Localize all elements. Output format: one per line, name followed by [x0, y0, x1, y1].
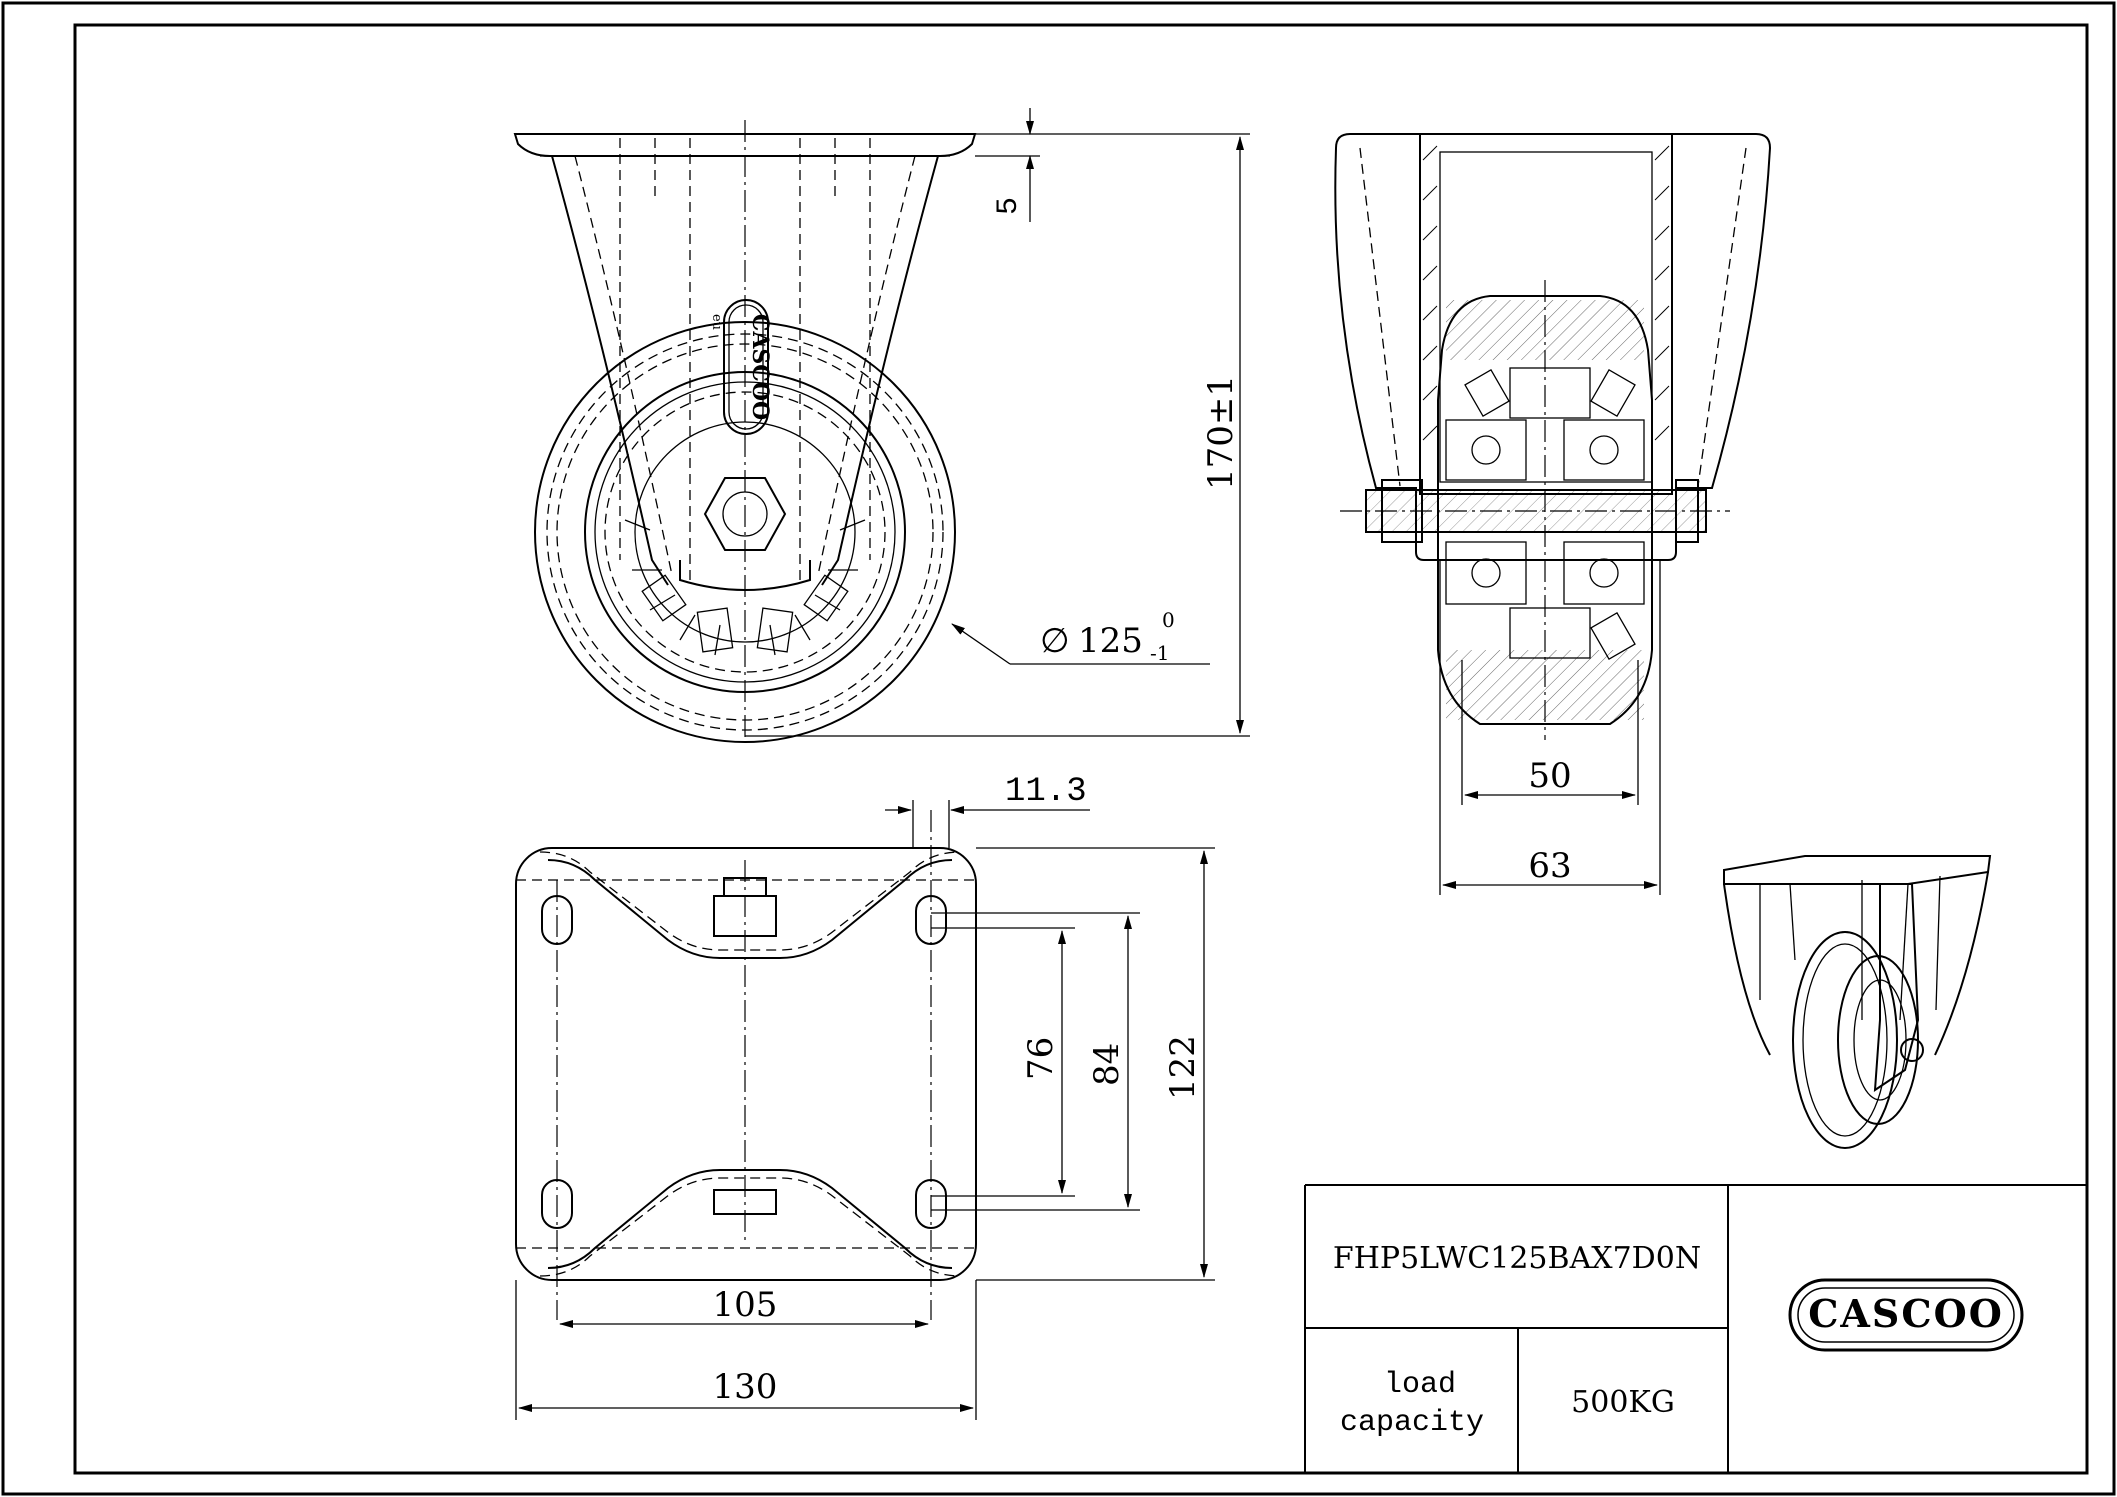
svg-text:-1: -1	[1150, 641, 1169, 665]
front-view: CASCOO eu 5 170±1 ∅ 125 0 -1	[513, 108, 1250, 743]
company-logo: CASCOO	[1788, 1278, 2024, 1352]
svg-text:76: 76	[1021, 1037, 1061, 1080]
title-block: FHP5LWC125BAX7D0N load capacity 500KG CA…	[1304, 1184, 2087, 1473]
dim-plate-width: 130	[515, 1280, 977, 1420]
dim-diameter: ∅ 125 0 -1	[951, 608, 1210, 665]
svg-text:125: 125	[1078, 621, 1143, 661]
dim-hole-spacing-x: 105	[559, 1285, 929, 1328]
load-label-line1: load	[1384, 1368, 1456, 1402]
dim-wheel-width: 50	[1461, 660, 1639, 805]
svg-text:CASCOO: CASCOO	[747, 314, 773, 420]
svg-text:50: 50	[1528, 756, 1571, 796]
isometric-view	[1723, 855, 1992, 1149]
svg-text:11.3: 11.3	[1005, 773, 1087, 811]
svg-text:130: 130	[713, 1367, 778, 1407]
top-view: 11.3 76 84 122 105	[515, 773, 1215, 1420]
svg-text:∅: ∅	[1040, 621, 1070, 661]
svg-text:84: 84	[1087, 1043, 1127, 1086]
part-number: FHP5LWC125BAX7D0N	[1333, 1241, 1701, 1276]
svg-text:105: 105	[713, 1285, 778, 1325]
dim-hole-spacing-76: 76	[931, 927, 1075, 1197]
svg-text:5: 5	[992, 197, 1026, 215]
dim-offset: 11.3	[885, 773, 1090, 848]
dim-height: 170±1	[745, 136, 1250, 737]
svg-text:170±1: 170±1	[1201, 375, 1241, 490]
svg-text:63: 63	[1528, 846, 1571, 886]
side-view: 50 63	[1334, 133, 1772, 895]
svg-text:CASCOO: CASCOO	[1808, 1291, 2004, 1336]
dim-plate-length: 122	[976, 847, 1215, 1281]
dim-plate-thickness: 5	[975, 108, 1250, 222]
svg-text:0: 0	[1162, 608, 1175, 632]
svg-text:eu: eu	[709, 314, 724, 330]
dim-overall-width: 63	[1439, 560, 1661, 895]
load-value: 500KG	[1571, 1385, 1675, 1420]
load-label-line2: capacity	[1340, 1406, 1484, 1440]
fork-logo: CASCOO eu	[709, 299, 773, 435]
dim-hole-spacing-84: 84	[931, 912, 1140, 1211]
svg-text:122: 122	[1163, 1035, 1203, 1100]
inner-border	[73, 23, 2089, 1475]
